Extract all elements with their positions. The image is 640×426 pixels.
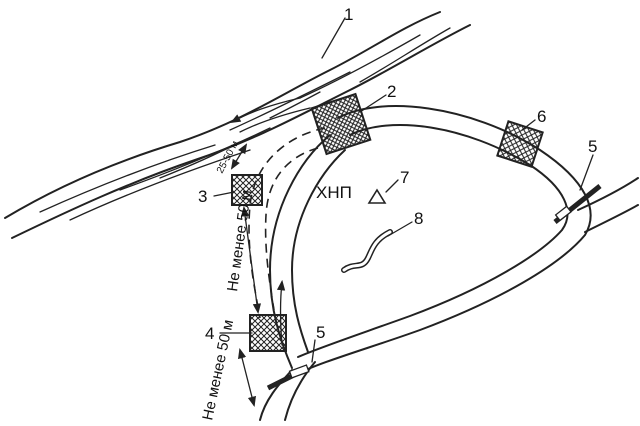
dimension-arrows (230, 143, 262, 408)
object-6-building (496, 120, 544, 168)
label-7: 7 (400, 168, 409, 187)
triangle-icon (367, 188, 387, 204)
label-3: 3 (198, 187, 207, 206)
label-8: 8 (414, 209, 423, 228)
label-4: 4 (205, 324, 214, 343)
label-5-bottom: 5 (316, 323, 325, 342)
label-5-right: 5 (588, 137, 597, 156)
label-1: 1 (344, 5, 353, 24)
object-4-building (249, 314, 287, 352)
label-khnp: ХНП (316, 183, 352, 202)
label-6: 6 (537, 107, 546, 126)
object-2-building (310, 92, 372, 156)
label-range-small: 25-50 м (215, 139, 241, 175)
approach-dashed-lines (248, 127, 326, 319)
label-gap-upper: Не менее 50 м (224, 189, 255, 293)
loop-road (259, 105, 639, 421)
object-3-building (231, 174, 263, 206)
barrier-bottom (266, 364, 310, 391)
barrier-right (553, 184, 602, 224)
label-2: 2 (387, 82, 396, 101)
intake-lines (230, 97, 311, 133)
leader-lines (213, 17, 594, 363)
river (4, 11, 471, 239)
